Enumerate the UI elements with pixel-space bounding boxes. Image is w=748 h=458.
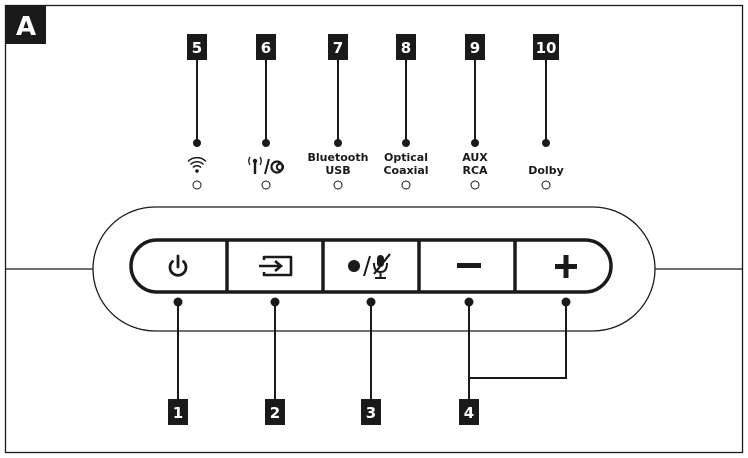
callout-box bbox=[256, 34, 276, 60]
callout-3: 3 bbox=[361, 297, 381, 425]
callout-box bbox=[396, 34, 416, 60]
led-indicator bbox=[192, 180, 202, 190]
dot-slash-mic-mute-icon bbox=[348, 253, 391, 279]
button-strip bbox=[129, 238, 613, 294]
indicator-label-line1: Bluetooth bbox=[308, 151, 369, 164]
minus-icon bbox=[457, 263, 481, 268]
callout-box bbox=[361, 399, 381, 425]
indicator-label-line2: RCA bbox=[462, 164, 488, 177]
pair-mic-button[interactable] bbox=[348, 253, 391, 279]
led-indicator bbox=[333, 180, 343, 190]
wifi-icon bbox=[187, 157, 207, 173]
leader-dot bbox=[402, 139, 410, 147]
callout-1: 1 bbox=[168, 297, 188, 425]
indicator-6: 6 bbox=[248, 34, 285, 190]
callout-box bbox=[187, 34, 207, 60]
callout-box bbox=[328, 34, 348, 60]
callout-box bbox=[168, 399, 188, 425]
callout-number: 5 bbox=[192, 39, 202, 57]
callout-number: 9 bbox=[470, 39, 480, 57]
antenna-slash-link-icon bbox=[248, 156, 285, 175]
callout-box bbox=[459, 399, 479, 425]
indicator-label-line2: Dolby bbox=[528, 164, 564, 177]
source-button[interactable] bbox=[259, 255, 293, 277]
indicator-5: 5 bbox=[187, 34, 207, 190]
panel-label: A bbox=[6, 6, 46, 44]
leader-dot bbox=[542, 139, 550, 147]
power-icon bbox=[168, 254, 188, 277]
led-indicator bbox=[261, 180, 271, 190]
callout-number: 4 bbox=[464, 404, 474, 422]
leader-bracket bbox=[469, 302, 567, 379]
callout-box bbox=[265, 399, 285, 425]
leader-dot bbox=[262, 139, 270, 147]
indicator-label-line2: Coaxial bbox=[383, 164, 428, 177]
indicator-label-line1: Optical bbox=[384, 151, 428, 164]
panel-label-text: A bbox=[16, 12, 36, 42]
plus-icon bbox=[555, 255, 577, 278]
callout-number: 1 bbox=[173, 404, 183, 422]
callout-number: 2 bbox=[270, 404, 280, 422]
diagram-frame bbox=[4, 4, 744, 454]
callout-number: 3 bbox=[366, 404, 376, 422]
indicator-label-line2: USB bbox=[325, 164, 350, 177]
callout-number: 10 bbox=[536, 39, 557, 57]
callout-number: 6 bbox=[261, 39, 271, 57]
volume-down-button[interactable] bbox=[457, 263, 481, 268]
power-button[interactable] bbox=[168, 254, 188, 277]
callout-box bbox=[533, 34, 559, 60]
volume-up-button[interactable] bbox=[555, 255, 577, 278]
led-indicator bbox=[470, 180, 480, 190]
leader-dot bbox=[471, 139, 479, 147]
leader-dot bbox=[334, 139, 342, 147]
callout-number: 8 bbox=[401, 39, 411, 57]
callout-number: 7 bbox=[333, 39, 343, 57]
indicator-label-line1: AUX bbox=[462, 151, 488, 164]
leader-dot bbox=[193, 139, 201, 147]
callout-4: 4 bbox=[459, 297, 571, 425]
input-source-icon bbox=[259, 255, 293, 277]
callout-box bbox=[465, 34, 485, 60]
led-indicator bbox=[401, 180, 411, 190]
callout-2: 2 bbox=[265, 297, 285, 425]
led-indicator bbox=[541, 180, 551, 190]
